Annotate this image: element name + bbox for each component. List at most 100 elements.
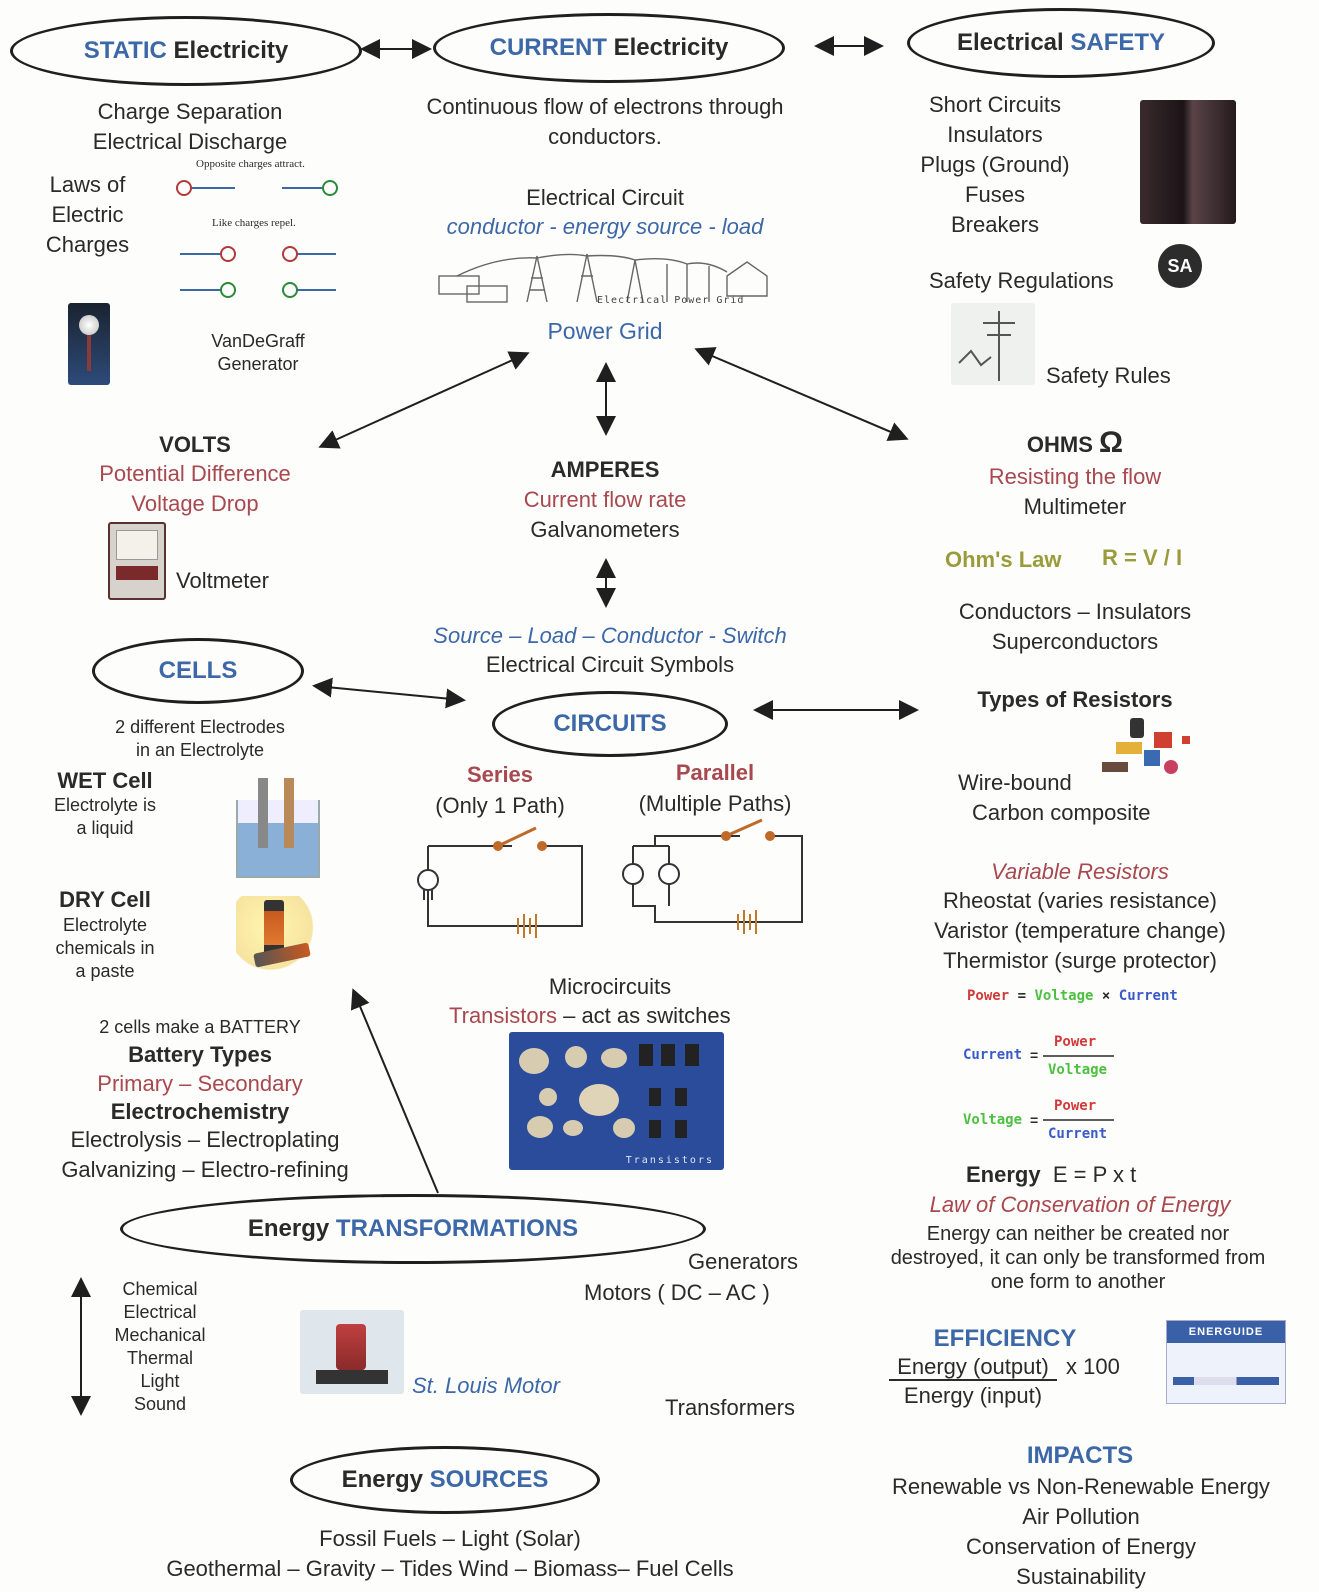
safety-item-2: Insulators [947, 122, 1043, 147]
static-lines: Charge Separation Electrical Discharge [50, 97, 330, 157]
vdg-line-1: VanDeGraff [211, 331, 305, 351]
safety-item-3: Plugs (Ground) [920, 152, 1070, 177]
voltmeter-photo [108, 522, 166, 600]
current-formula-den: Voltage [1048, 1062, 1108, 1078]
cells-intro: 2 different Electrodes in an Electrolyte [80, 716, 320, 762]
safety-item-5: Breakers [950, 212, 1040, 237]
parallel-circuit-diagram [622, 818, 803, 934]
wire-bound-label: Wire-bound [958, 770, 1072, 795]
sources-title-a: Energy [341, 1466, 423, 1493]
wet-desc-1: Electrolyte is [53, 795, 157, 815]
csa-logo-icon: SA [1158, 244, 1202, 288]
current-title-b: Electricity [613, 34, 729, 61]
energy-form-4: Thermal [126, 1348, 193, 1368]
energuide-title: ENERGUIDE [1167, 1321, 1285, 1343]
transistors-rest: – act as switches [556, 1003, 731, 1028]
static-line-2: Electrical Discharge [92, 129, 288, 154]
energy-transformations-oval: Energy TRANSFORMATIONS [120, 1194, 706, 1264]
transformers-label: Transformers [665, 1395, 795, 1420]
transistors-photo: Transistors [509, 1032, 724, 1170]
static-electricity-oval: STATIC Electricity [10, 16, 362, 86]
current-formula-eq: = [1030, 1047, 1039, 1063]
current-desc-1: Continuous flow of electrons through [426, 94, 784, 119]
galvanometers-label: Galvanometers [530, 517, 680, 542]
power-grid-label: Power Grid [547, 318, 663, 344]
ohms-title: OHMS [1026, 432, 1093, 457]
conductors-line-2: Superconductors [991, 629, 1159, 654]
conservation-title: Law of Conservation of Energy [929, 1192, 1231, 1217]
power-grid-illustration: Electrical Power Grid [437, 246, 772, 308]
battery-types: Battery Types [128, 1042, 272, 1067]
electrical-circuit-title: Electrical Circuit [526, 185, 684, 210]
resistors-photo [1096, 716, 1196, 786]
energy-form-1: Chemical [122, 1279, 198, 1299]
arrow-grid-volts [318, 351, 530, 449]
electro-lines: Electrolysis – Electroplating Galvanizin… [30, 1125, 380, 1185]
ohms-law-formula: R = V / I [1102, 545, 1183, 570]
power-word: Power [967, 988, 1010, 1004]
csa-mark: SA [1167, 255, 1193, 276]
power-current-word: Current [1118, 988, 1178, 1004]
utility-pole-photo [951, 303, 1035, 385]
cells-intro-1: 2 different Electrodes [115, 717, 285, 737]
breaker-panel-photo [1140, 100, 1236, 224]
energy-form-5: Light [140, 1371, 180, 1391]
opposite-charges-caption: Opposite charges attract. [196, 158, 305, 170]
dry-desc-3: a paste [75, 961, 135, 981]
energy-form-3: Mechanical [114, 1325, 206, 1345]
motors-label: Motors ( DC – AC ) [584, 1280, 770, 1305]
laws-line-3: Charges [45, 232, 130, 257]
electro-line-1: Electrolysis – Electroplating [70, 1127, 340, 1152]
volts-title: VOLTS [159, 432, 231, 457]
safety-items: Short Circuits Insulators Plugs (Ground)… [890, 90, 1100, 240]
ohms-law-label: Ohm's Law [945, 547, 1062, 572]
impact-item-4: Sustainability [1016, 1564, 1146, 1589]
energy-forms-list: Chemical Electrical Mechanical Thermal L… [90, 1278, 230, 1416]
safety-item-1: Short Circuits [928, 92, 1062, 117]
conservation-line-2: destroyed, it can only be transformed fr… [890, 1247, 1266, 1269]
circuits-oval: CIRCUITS [492, 691, 728, 757]
sources-line-2: Geothermal – Gravity – Tides Wind – Biom… [166, 1556, 734, 1581]
dry-cell-desc: Electrolyte chemicals in a paste [35, 914, 175, 983]
electro-line-2: Galvanizing – Electro-refining [61, 1157, 349, 1182]
omega-icon: Ω [1099, 426, 1124, 459]
circuits-title: CIRCUITS [553, 710, 667, 737]
cells-title: CELLS [158, 657, 238, 684]
safety-title-a: Electrical [956, 29, 1064, 56]
cells-intro-2: in an Electrolyte [135, 740, 265, 760]
energy-formula-line: Energy E = P x t [966, 1160, 1136, 1190]
safety-rules: Safety Rules [1046, 363, 1171, 388]
arrow-transformations-cells [350, 988, 439, 1194]
conservation-line-1: Energy can neither be created nor [926, 1223, 1230, 1245]
van-de-graaff-photo [68, 303, 110, 385]
static-title-a: STATIC [83, 37, 167, 64]
power-voltage-word: Voltage [1034, 988, 1094, 1004]
vdg-label: VanDeGraff Generator [188, 330, 328, 376]
cells-oval: CELLS [92, 638, 304, 704]
volts-sub: Potential Difference Voltage Drop [60, 459, 330, 519]
conservation-text: Energy can neither be created nor destro… [858, 1222, 1298, 1294]
efficiency-denominator: Energy (input) [903, 1383, 1043, 1408]
variable-item-1: Rheostat (varies resistance) [943, 888, 1217, 913]
conservation-line-3: one form to another [990, 1271, 1166, 1293]
laws-line-2: Electric [51, 202, 124, 227]
arrow-cells-circuits [312, 677, 466, 709]
static-title-b: Electricity [173, 37, 289, 64]
energy-label: Energy [966, 1162, 1041, 1187]
energy-sources-list: Fossil Fuels – Light (Solar) Geothermal … [60, 1524, 840, 1584]
static-line-1: Charge Separation [97, 99, 283, 124]
vdg-line-2: Generator [217, 354, 299, 374]
impact-item-2: Air Pollution [1022, 1504, 1140, 1529]
circuit-symbols-parts: Source – Load – Conductor - Switch [433, 623, 787, 648]
energy-form-2: Electrical [123, 1302, 197, 1322]
wet-cell-photo [222, 770, 330, 880]
power-times: × [1101, 988, 1111, 1004]
electrochemistry: Electrochemistry [110, 1099, 290, 1124]
safety-title-b: SAFETY [1070, 29, 1166, 56]
transistors-photo-caption: Transistors [625, 1155, 714, 1166]
current-title-a: CURRENT [489, 34, 607, 61]
series-circuit-diagram [417, 826, 583, 938]
transistors-line: Transistors – act as switches [449, 1001, 731, 1031]
multimeter-label: Multimeter [1023, 494, 1127, 519]
current-electricity-oval: CURRENT Electricity [433, 13, 785, 83]
